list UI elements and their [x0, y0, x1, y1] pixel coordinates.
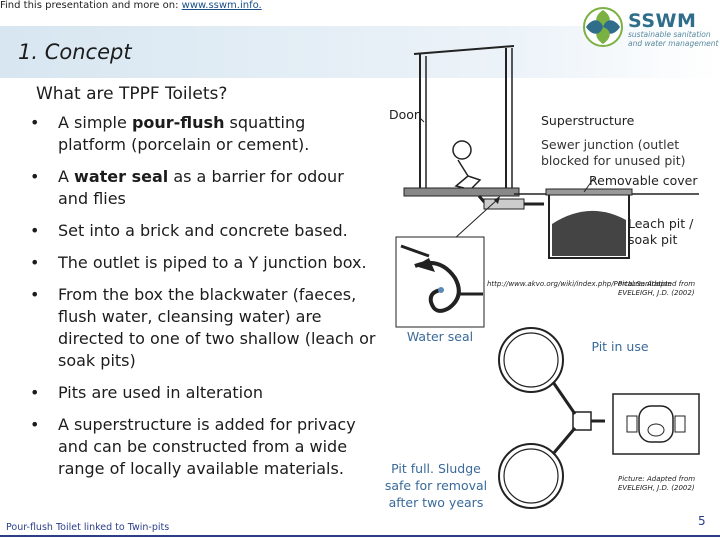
picture-credit-top: Picture: Adapted from EVELEIGH, J.D. (20…: [618, 280, 696, 297]
page-number: 5: [698, 514, 706, 528]
picture-credit-bottom: Picture: Adapted from EVELEIGH, J.D. (20…: [618, 475, 696, 492]
squatting-pan-plan-illustration: [612, 393, 700, 455]
label-sewer-junction: Sewer junction (outlet blocked for unuse…: [541, 137, 686, 168]
label-pit-in-use: Pit in use: [591, 339, 649, 354]
top-info-line: Find this presentation and more on: www.…: [0, 0, 262, 11]
bullet-item: A superstructure is added for privacy an…: [26, 414, 376, 480]
bullet-item: From the box the blackwater (faeces, flu…: [26, 284, 376, 372]
logo-wordmark: SSWM: [628, 10, 697, 32]
bullet-item: The outlet is piped to a Y junction box.: [26, 252, 376, 274]
slide-subtitle: What are TPPF Toilets?: [36, 84, 228, 104]
source-url: http://www.akvo.org/wiki/index.php/Porta…: [487, 280, 672, 288]
bullet-item: Pits are used in alteration: [26, 382, 376, 404]
label-leach-pit: Leach pit / soak pit: [628, 216, 694, 247]
label-water-seal: Water seal: [406, 329, 474, 344]
section-title: 1. Concept: [18, 40, 132, 64]
top-info-prefix: Find this presentation and more on:: [0, 0, 182, 11]
logo-tagline-1: sustainable sanitation: [628, 30, 711, 39]
label-removable-cover: Removable cover: [589, 173, 698, 188]
twin-pit-plan-diagram: [498, 327, 605, 509]
footer-caption: Pour-flush Toilet linked to Twin-pits: [6, 522, 170, 533]
footer-rule: [0, 535, 720, 537]
sswm-link[interactable]: www.sswm.info.: [181, 0, 262, 11]
water-seal-inset-illustration: [395, 236, 485, 328]
bullet-item: A simple pour-flush squatting platform (…: [26, 112, 376, 156]
label-door: Door: [389, 107, 420, 122]
label-superstructure: Superstructure: [541, 113, 635, 128]
bullet-list: A simple pour-flush squatting platform (…: [26, 112, 376, 480]
toilet-cross-section-illustration: [403, 45, 699, 259]
label-pit-full: Pit full. Sludge safe for removal after …: [384, 461, 488, 510]
bullet-item: Set into a brick and concrete based.: [26, 220, 376, 242]
bullet-item: A water seal as a barrier for odour and …: [26, 166, 376, 210]
logo-tagline-2: and water management: [628, 39, 719, 48]
sswm-logo-icon: [583, 7, 623, 47]
